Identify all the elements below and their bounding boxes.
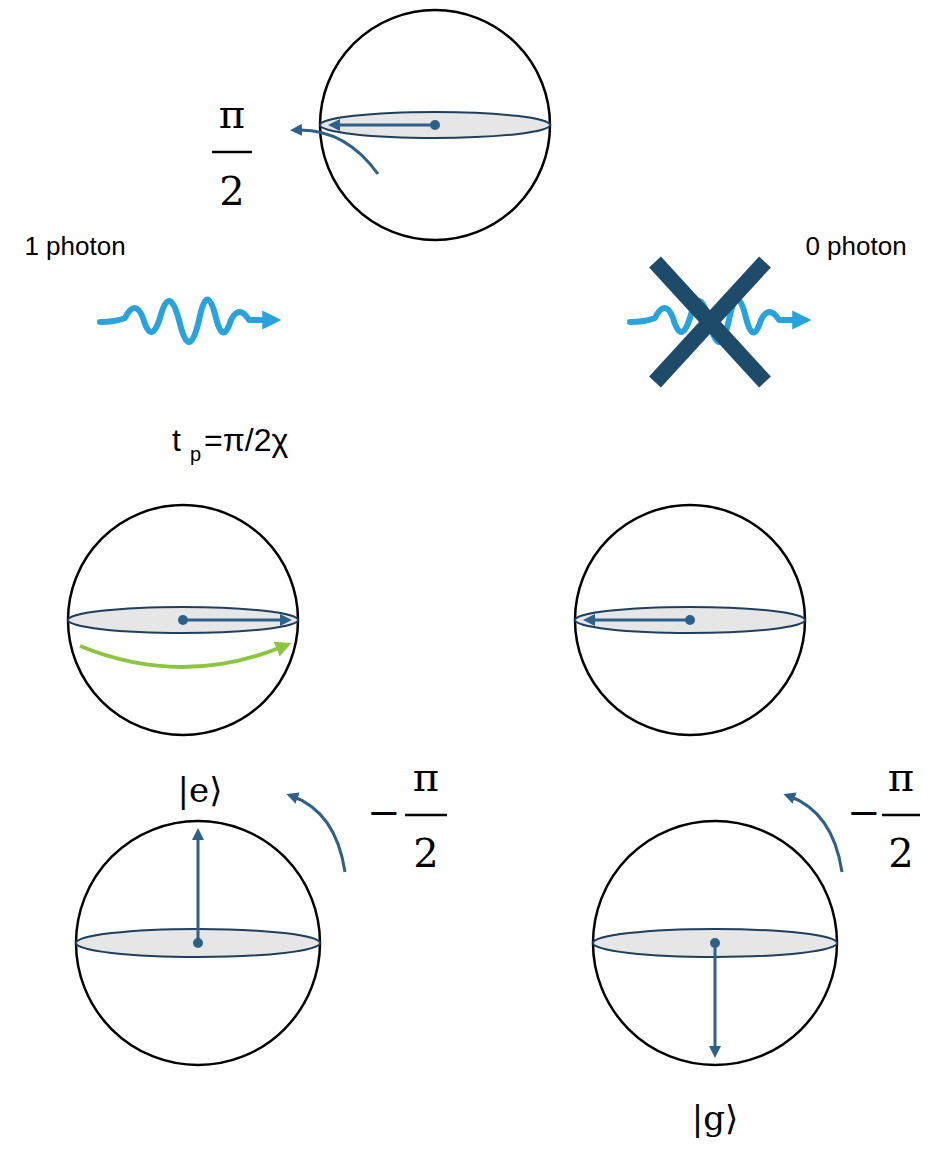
rotation-arrow [789, 796, 842, 872]
bloch-sphere [76, 821, 320, 1065]
time-symbol: t [172, 424, 181, 456]
fraction-bar [405, 814, 447, 817]
photon-label: 1 photon [24, 233, 125, 259]
bloch-sphere [575, 505, 805, 735]
fraction-bar [212, 151, 252, 154]
fraction-bar [882, 814, 920, 817]
bloch-sphere [593, 821, 837, 1065]
fraction-denominator: 2 [219, 171, 244, 211]
cross-mark [655, 262, 765, 382]
minus-sign: − [367, 792, 401, 832]
fraction-numerator: π [219, 94, 245, 134]
state-label: |e⟩ [178, 773, 223, 807]
time-value: =π/2χ [204, 424, 288, 456]
fraction-numerator: π [888, 757, 914, 797]
photon-wave [100, 299, 268, 342]
bloch-sphere [68, 505, 298, 735]
rotation-arrow [292, 796, 345, 872]
fraction-denominator: 2 [888, 833, 913, 873]
fraction-numerator: π [413, 757, 439, 797]
state-label: |g⟩ [692, 1101, 738, 1135]
fraction-denominator: 2 [413, 833, 438, 873]
photon-label: 0 photon [805, 233, 906, 259]
precession-arrow [80, 646, 284, 667]
time-subscript: p [190, 444, 201, 464]
minus-sign: − [847, 792, 881, 832]
rotation-arrow [296, 130, 378, 174]
bloch-sphere [320, 10, 550, 240]
